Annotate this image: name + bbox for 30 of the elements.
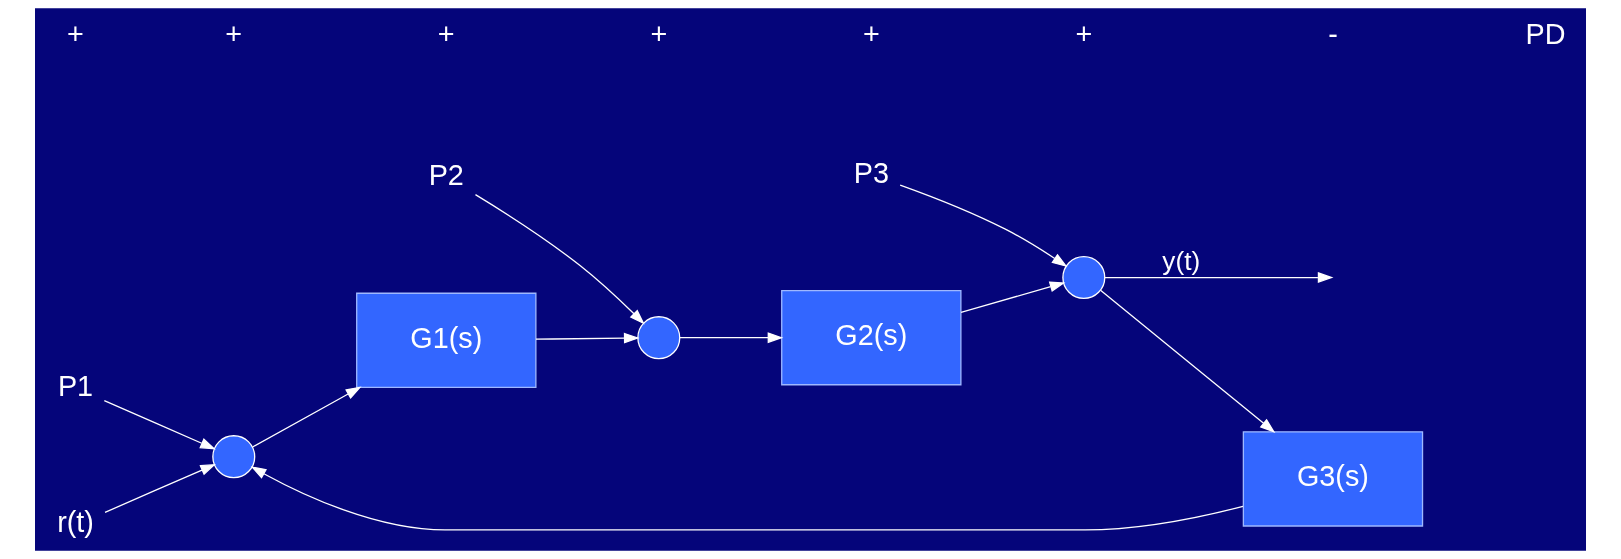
arrow <box>899 184 1068 267</box>
arrow <box>104 463 217 514</box>
node-circle <box>212 435 256 479</box>
label: + <box>650 18 668 51</box>
label: PD <box>1525 18 1566 51</box>
arrow <box>960 281 1066 313</box>
node-text: r(t) <box>57 506 94 539</box>
arrow <box>1104 272 1334 284</box>
arrow <box>535 332 640 344</box>
edge-label: y(t) <box>1162 245 1201 276</box>
label: - <box>1328 18 1338 51</box>
arrow <box>1099 289 1276 433</box>
node-circle <box>637 316 681 360</box>
node-text: P2 <box>428 159 464 192</box>
arrow <box>474 194 645 325</box>
label: + <box>862 18 880 51</box>
arrow <box>103 400 216 450</box>
arrow <box>250 466 1244 531</box>
node-text: P1 <box>57 370 94 403</box>
node-circle <box>1062 255 1106 300</box>
arrow <box>251 386 362 448</box>
node-box: G3(s) <box>1242 431 1424 527</box>
node-box: G1(s) <box>356 292 537 389</box>
label: + <box>67 18 84 51</box>
node-box: G2(s) <box>781 289 962 386</box>
label: + <box>437 18 455 51</box>
node-text: P3 <box>853 156 889 189</box>
label: + <box>225 18 243 51</box>
arrow <box>679 332 784 344</box>
label: + <box>1075 18 1093 51</box>
